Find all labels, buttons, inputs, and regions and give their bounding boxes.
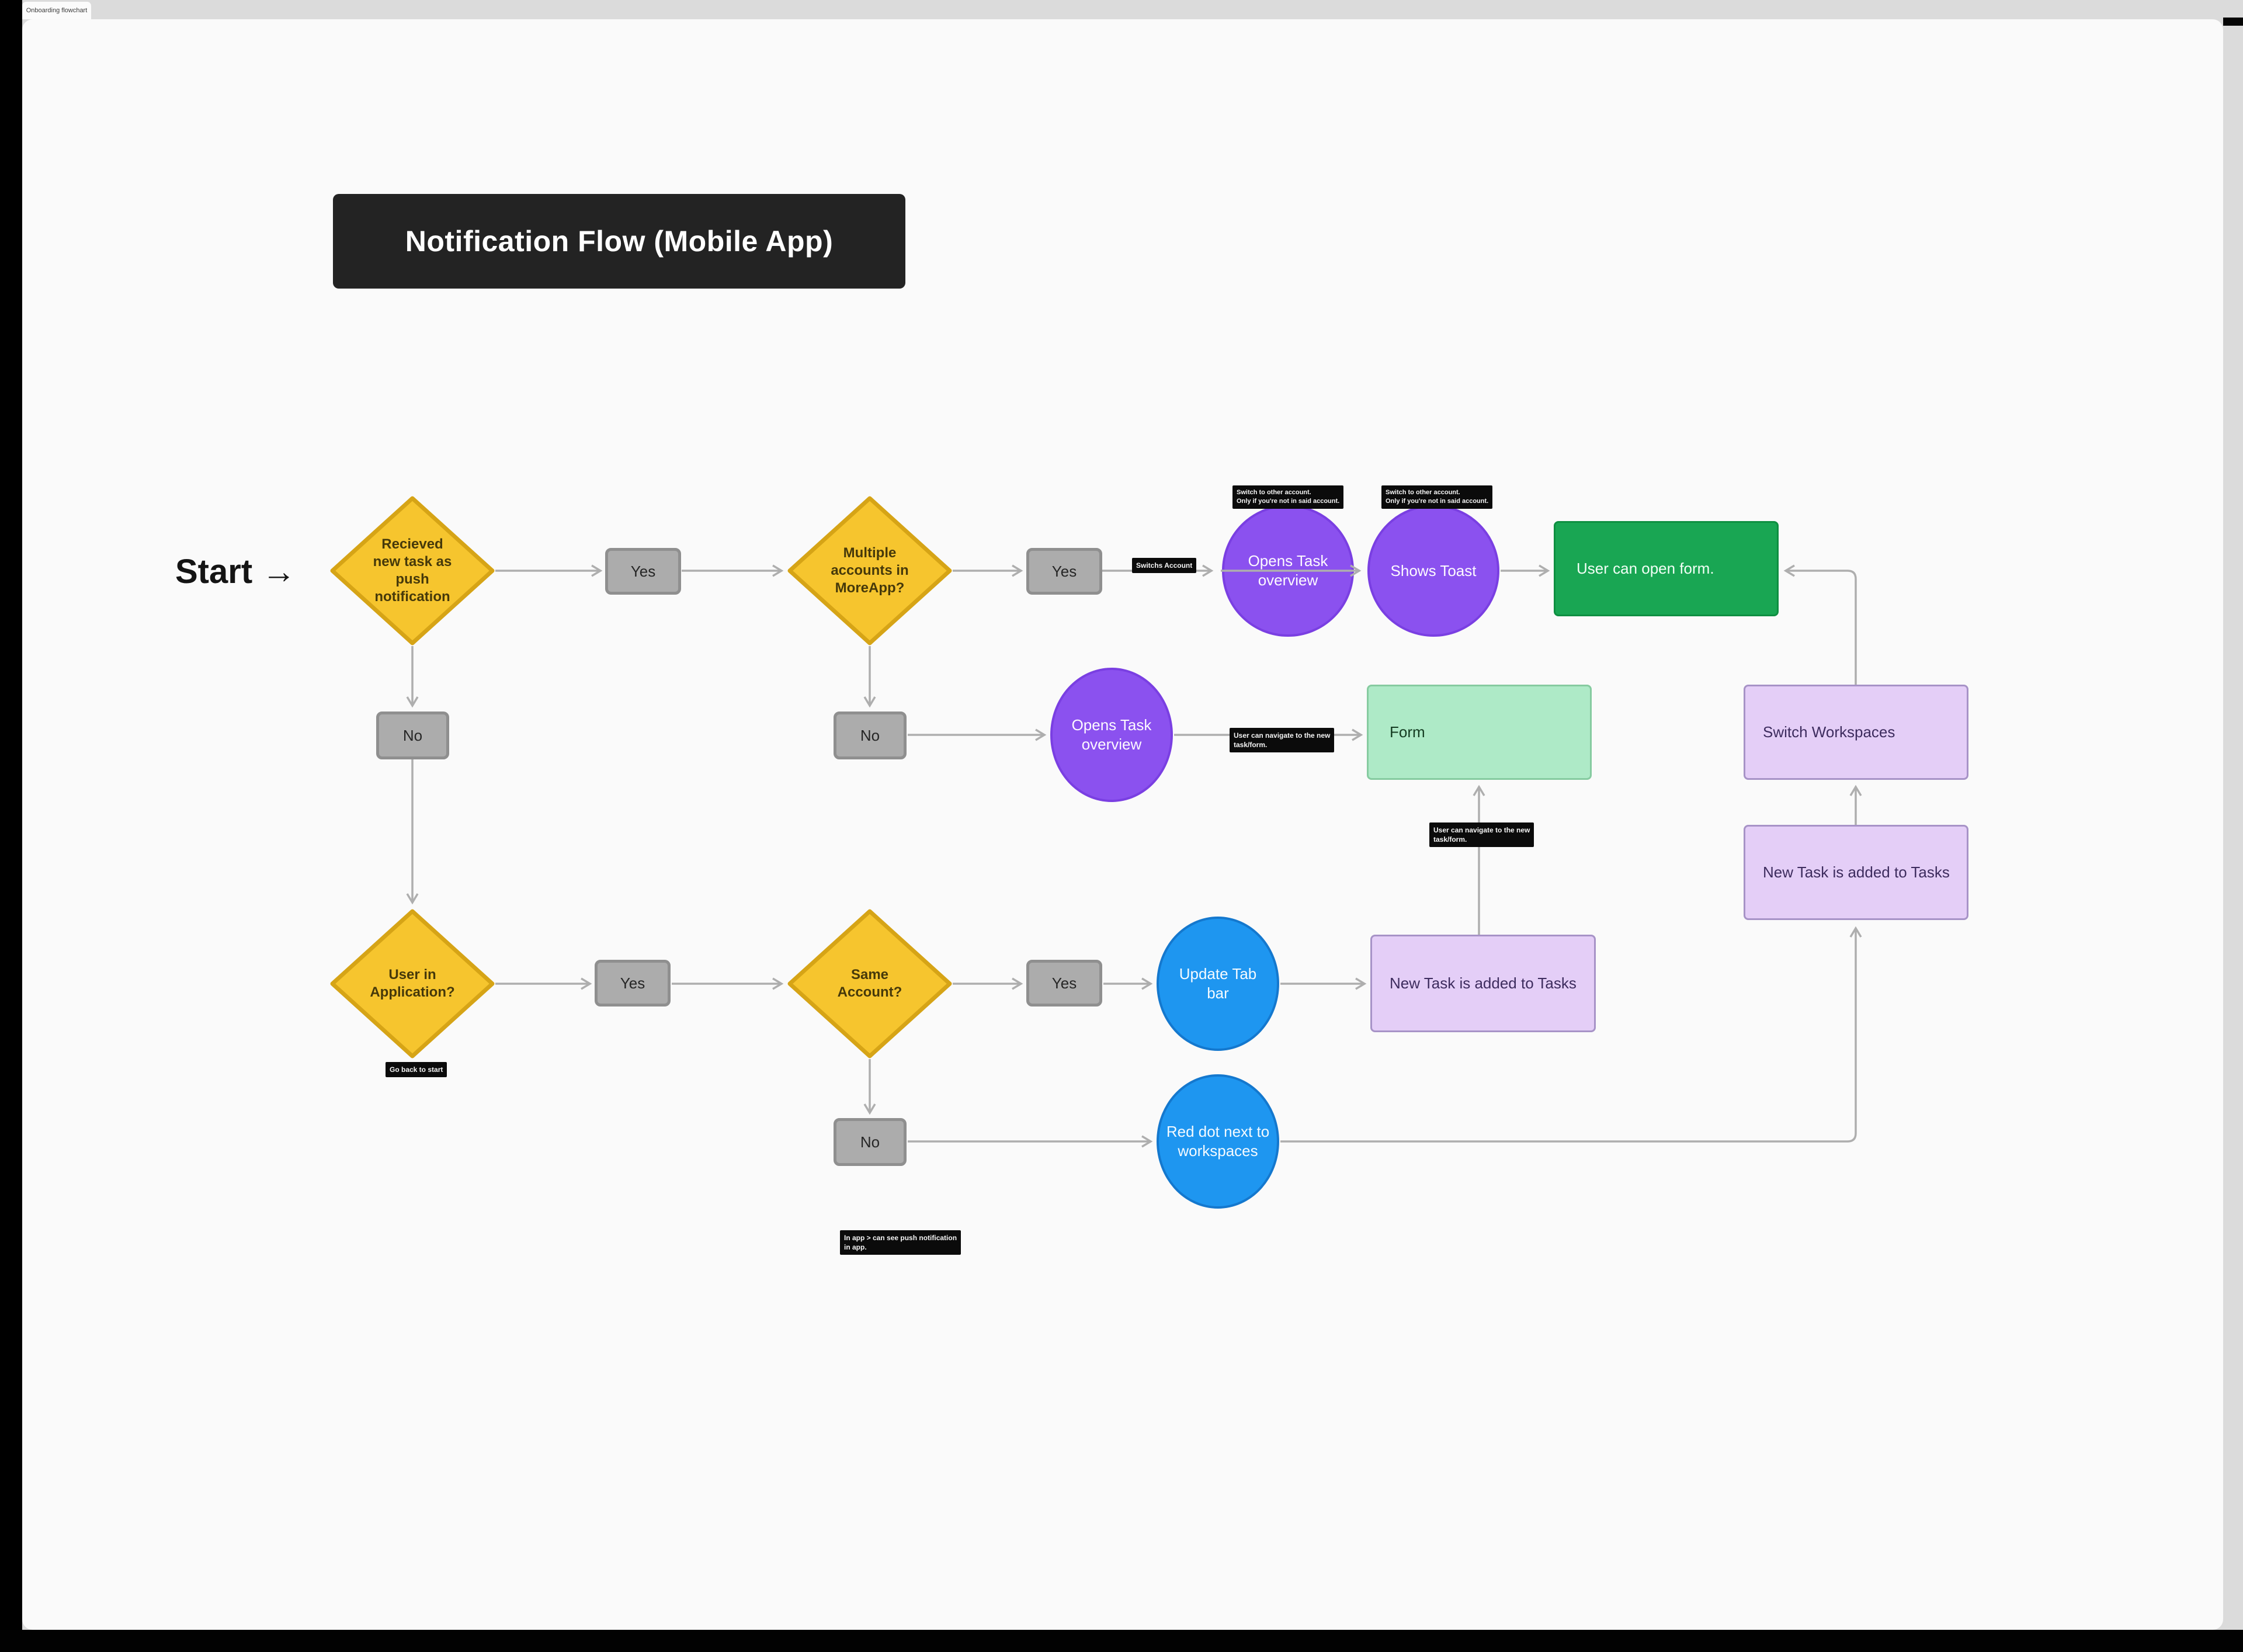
annotation-switch-tooltip-2[interactable]: Switch to other account. Only if you're …: [1381, 485, 1493, 509]
node-switch-workspaces[interactable]: Switch Workspaces: [1744, 685, 1968, 780]
annotation-text: Switch to other account. Only if you're …: [1386, 489, 1489, 505]
node-label: Red dot next to workspaces: [1166, 1123, 1270, 1160]
node-new-task-added-right[interactable]: New Task is added to Tasks: [1744, 825, 1968, 920]
gate-no-1[interactable]: No: [376, 712, 449, 759]
gate-label: No: [860, 726, 880, 744]
gate-yes-1[interactable]: Yes: [605, 548, 681, 595]
start-label[interactable]: Start →: [175, 548, 296, 595]
tab-onboarding-flowchart[interactable]: Onboarding flowchart: [22, 2, 91, 19]
gate-yes-4[interactable]: Yes: [1026, 960, 1102, 1007]
annotation-text: Go back to start: [390, 1066, 443, 1074]
gate-no-3[interactable]: No: [834, 1118, 907, 1166]
annotation-in-app[interactable]: In app > can see push notification in ap…: [840, 1230, 961, 1255]
diamond-shape: [787, 909, 952, 1058]
gate-label: Yes: [620, 974, 645, 992]
gate-label: No: [860, 1133, 880, 1151]
node-update-tab-bar[interactable]: Update Tab bar: [1157, 917, 1279, 1051]
node-label: Form: [1390, 723, 1425, 741]
decision-user-in-application[interactable]: User in Application?: [329, 908, 495, 1059]
node-opens-task-overview-2[interactable]: Opens Task overview: [1050, 668, 1173, 802]
annotation-text: User can navigate to the new task/form.: [1433, 826, 1530, 844]
annotation-navigate-1[interactable]: User can navigate to the new task/form.: [1230, 728, 1335, 752]
node-new-task-added-mid[interactable]: New Task is added to Tasks: [1370, 935, 1596, 1032]
decision-multiple-accounts[interactable]: Multiple accounts in MoreApp?: [787, 495, 953, 646]
gate-yes-3[interactable]: Yes: [595, 960, 671, 1007]
node-label: Opens Task overview: [1071, 716, 1152, 753]
window-left-edge: [0, 0, 22, 1652]
annotation-text: User can navigate to the new task/form.: [1234, 731, 1331, 749]
node-label: Switch Workspaces: [1763, 723, 1895, 741]
node-label: User can open form.: [1577, 560, 1714, 577]
diamond-shape: [787, 496, 952, 645]
annotation-go-back[interactable]: Go back to start: [386, 1062, 447, 1077]
node-opens-task-overview-1[interactable]: Opens Task overview: [1222, 505, 1354, 637]
node-shows-toast[interactable]: Shows Toast: [1367, 505, 1499, 637]
diagram-title-block[interactable]: Notification Flow (Mobile App): [333, 194, 905, 289]
window-bottom-bar: [0, 1630, 2243, 1652]
annotation-navigate-2[interactable]: User can navigate to the new task/form.: [1429, 822, 1534, 847]
gate-label: Yes: [630, 562, 656, 580]
node-label: New Task is added to Tasks: [1763, 863, 1950, 881]
gate-label: No: [402, 726, 423, 744]
decision-label: Recieved new task as push notification: [373, 536, 452, 605]
node-label: New Task is added to Tasks: [1390, 974, 1577, 992]
diagram-title: Notification Flow (Mobile App): [405, 225, 834, 258]
node-form[interactable]: Form: [1367, 685, 1592, 780]
decision-label: Multiple accounts in MoreApp?: [831, 545, 909, 596]
annotation-switch-tooltip-1[interactable]: Switch to other account. Only if you're …: [1232, 485, 1344, 509]
decision-label: Same Account?: [837, 967, 902, 1000]
annotation-text: Switchs Account: [1136, 561, 1193, 570]
start-text: Start →: [175, 552, 296, 591]
node-label: Opens Task overview: [1248, 552, 1328, 589]
tab-title: Onboarding flowchart: [26, 7, 88, 14]
diamond-shape: [330, 496, 495, 645]
node-label: Update Tab bar: [1179, 965, 1257, 1002]
annotation-switchs-account[interactable]: Switchs Account: [1132, 558, 1197, 573]
annotation-text: In app > can see push notification in ap…: [844, 1234, 957, 1251]
scrollbar-thumb[interactable]: [2223, 18, 2243, 26]
gate-yes-2[interactable]: Yes: [1026, 548, 1102, 595]
annotation-text: Switch to other account. Only if you're …: [1237, 489, 1340, 505]
gate-no-2[interactable]: No: [834, 712, 907, 759]
gate-label: Yes: [1051, 562, 1077, 580]
decision-label: User in Application?: [370, 967, 455, 1000]
decision-same-account[interactable]: Same Account?: [787, 908, 953, 1059]
decision-received-push[interactable]: Recieved new task as push notification: [329, 495, 495, 646]
tab-strip: Onboarding flowchart: [22, 0, 2243, 19]
node-user-can-open-form[interactable]: User can open form.: [1554, 521, 1779, 616]
diamond-shape: [330, 909, 495, 1058]
node-label: Shows Toast: [1390, 561, 1477, 579]
node-red-dot-workspaces[interactable]: Red dot next to workspaces: [1157, 1074, 1279, 1209]
gate-label: Yes: [1051, 974, 1077, 992]
